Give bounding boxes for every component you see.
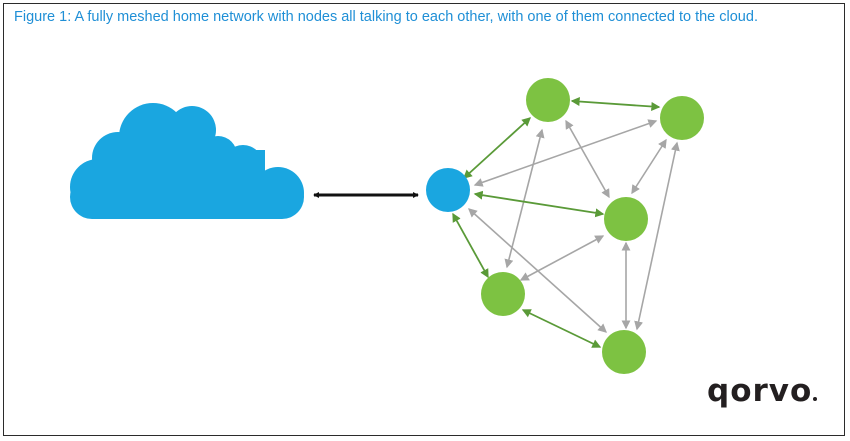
link-n1-n2 (570, 97, 661, 111)
hub-node (426, 168, 470, 212)
secondary-links (467, 119, 680, 333)
figure-frame (3, 3, 845, 436)
mesh-node-4 (481, 272, 525, 316)
mesh-node-2 (660, 96, 704, 140)
link-n3-n4 (519, 235, 605, 281)
link-hub-n1 (463, 117, 531, 179)
mesh-node-1 (526, 78, 570, 122)
link-hub-n4 (452, 212, 489, 279)
link-n1-n3 (565, 119, 610, 199)
qorvo-logo: qorvo (707, 373, 818, 409)
cloud-icon (70, 103, 304, 219)
link-hub-n2 (473, 119, 658, 187)
primary-links (452, 97, 661, 348)
mesh-node-5 (602, 330, 646, 374)
link-n2-n5 (634, 141, 680, 331)
mesh-node-3 (604, 197, 648, 241)
figure-caption: Figure 1: A fully meshed home network wi… (14, 9, 758, 25)
link-n1-n4 (504, 128, 545, 269)
link-n4-n5 (521, 309, 602, 348)
logo-text: qorvo (707, 373, 813, 409)
link-n2-n3 (631, 138, 667, 195)
link-hub-n3 (473, 190, 605, 218)
logo-dot (813, 397, 818, 401)
